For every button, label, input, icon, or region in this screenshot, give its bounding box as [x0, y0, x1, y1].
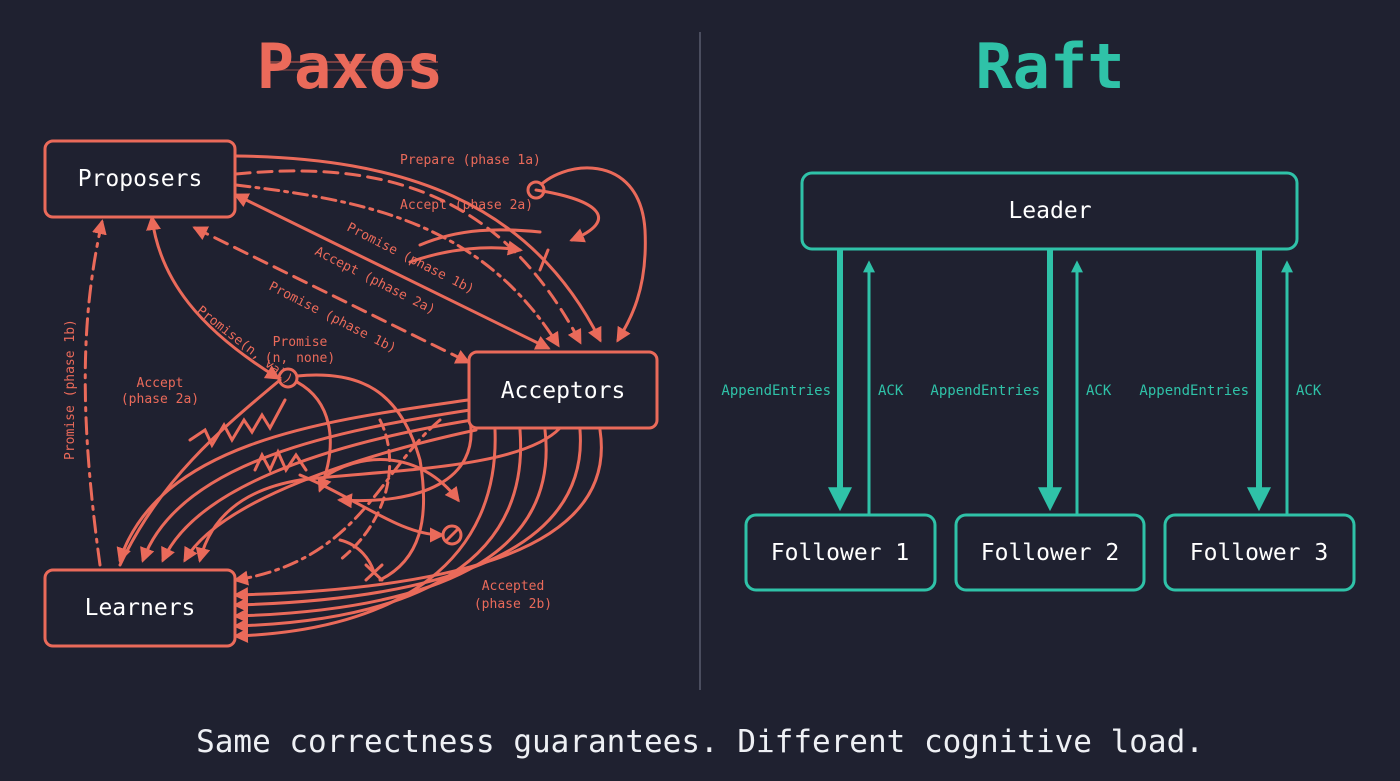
zigzag-2 [253, 448, 308, 474]
arrow-promise-mid [418, 228, 542, 247]
label-append-3: AppendEntries [1139, 383, 1249, 399]
raft-arrows [828, 250, 1293, 514]
arrow-promise-mid-2 [408, 240, 523, 264]
node-follower-3-label: Follower 3 [1190, 540, 1328, 566]
arrow-accepted-4 [233, 428, 523, 634]
node-acceptors: Acceptors [467, 350, 659, 430]
raft-title: Raft [975, 30, 1124, 103]
arrow-tick [538, 248, 550, 272]
paxos-node-circle-mid [277, 367, 299, 389]
label-append-2: AppendEntries [930, 383, 1040, 399]
cross-icon [338, 538, 376, 574]
arrow-loop-inner [534, 188, 601, 243]
arrow-prepare [234, 154, 602, 343]
node-leader: Leader [800, 171, 1299, 251]
zigzag-1 [188, 398, 287, 449]
label-accept-left-2: (phase 2a) [121, 392, 199, 407]
arrow-accepted-6 [337, 418, 473, 509]
arrow-learn-4 [183, 428, 478, 563]
arrow-accept-left [118, 378, 282, 567]
arrow-accepted-3 [233, 428, 548, 624]
label-append-1: AppendEntries [721, 383, 831, 399]
arrow-circle-out [295, 373, 426, 582]
node-follower-2: Follower 2 [954, 513, 1146, 592]
curve-extra-2 [338, 418, 392, 562]
node-learners: Learners [43, 568, 237, 648]
blocked-icon-slash [444, 527, 460, 543]
node-proposers-label: Proposers [78, 166, 203, 192]
arrow-promise-val [146, 215, 281, 380]
paxos-title: Paxos [257, 30, 444, 103]
label-promise-none-1: Promise [273, 335, 328, 350]
node-follower-1-label: Follower 1 [771, 540, 909, 566]
label-ack-3: ACK [1296, 383, 1322, 399]
label-accept-top: Accept (phase 2a) [400, 198, 533, 213]
node-proposers: Proposers [43, 139, 237, 219]
paxos-arrows [83, 154, 647, 644]
label-ack-2: ACK [1086, 383, 1112, 399]
node-follower-1: Follower 1 [744, 513, 937, 592]
arrow-dashdot-learn [233, 418, 442, 586]
arrow-learn-2 [140, 408, 472, 563]
label-accepted-2: (phase 2b) [474, 597, 552, 612]
node-leader-label: Leader [1008, 198, 1091, 224]
node-learners-label: Learners [85, 595, 196, 621]
node-follower-3: Follower 3 [1163, 513, 1356, 592]
label-promise-none-2: (n, none) [265, 351, 335, 366]
caption: Same correctness guarantees. Different c… [196, 724, 1204, 760]
arrow-learn-1 [116, 398, 470, 563]
arrow-learn-5 [195, 426, 562, 563]
arrow-learn-3 [161, 418, 474, 563]
label-ack-1: ACK [878, 383, 904, 399]
node-follower-2-label: Follower 2 [981, 540, 1119, 566]
arrow-circle-out-2 [295, 380, 332, 493]
raft-labels: AppendEntries ACK AppendEntries ACK Appe… [721, 383, 1321, 399]
label-prepare: Prepare (phase 1a) [400, 153, 541, 168]
label-accept-left-1: Accept [137, 376, 184, 391]
arrow-loop [534, 166, 647, 343]
arrow-promise-vertical [83, 219, 107, 567]
node-acceptors-label: Acceptors [501, 378, 626, 404]
label-promise-vertical: Promise (phase 1b) [63, 319, 78, 460]
label-accepted-1: Accepted [482, 579, 545, 594]
arrow-accepted-5 [233, 428, 497, 644]
